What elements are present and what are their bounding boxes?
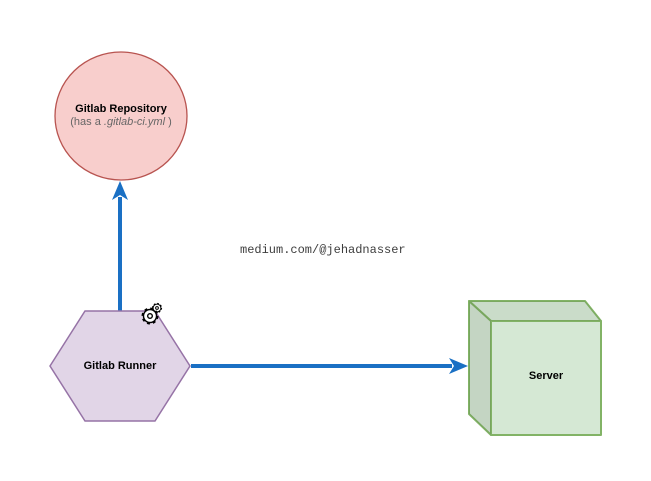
edge-runner-to-repository (112, 181, 128, 312)
runner-label: Gitlab Runner (83, 360, 157, 372)
runner-node-shape (49, 310, 191, 422)
watermark-text: medium.com/@jehadnasser (240, 243, 406, 257)
repository-subtitle-prefix: (has a (70, 116, 104, 128)
server-cube-left-shade (469, 301, 491, 435)
repository-subtitle-suffix: ) (165, 116, 172, 128)
edge-runner-to-server (191, 358, 468, 374)
repository-subtitle-filename: .gitlab-ci.yml (103, 116, 166, 128)
arrowhead-up-icon (112, 181, 128, 200)
server-cube-front-face (490, 320, 602, 436)
server-node-shape (468, 300, 602, 436)
server-label: Server (528, 370, 564, 382)
repository-subtitle: (has a .gitlab-ci.yml ) (21, 116, 221, 129)
repository-node-shape (54, 51, 188, 181)
server-cube-top-shade (469, 301, 601, 321)
arrowhead-right-icon (449, 358, 468, 374)
gears-icon (141, 302, 163, 325)
repository-title: Gitlab Repository (75, 103, 167, 115)
